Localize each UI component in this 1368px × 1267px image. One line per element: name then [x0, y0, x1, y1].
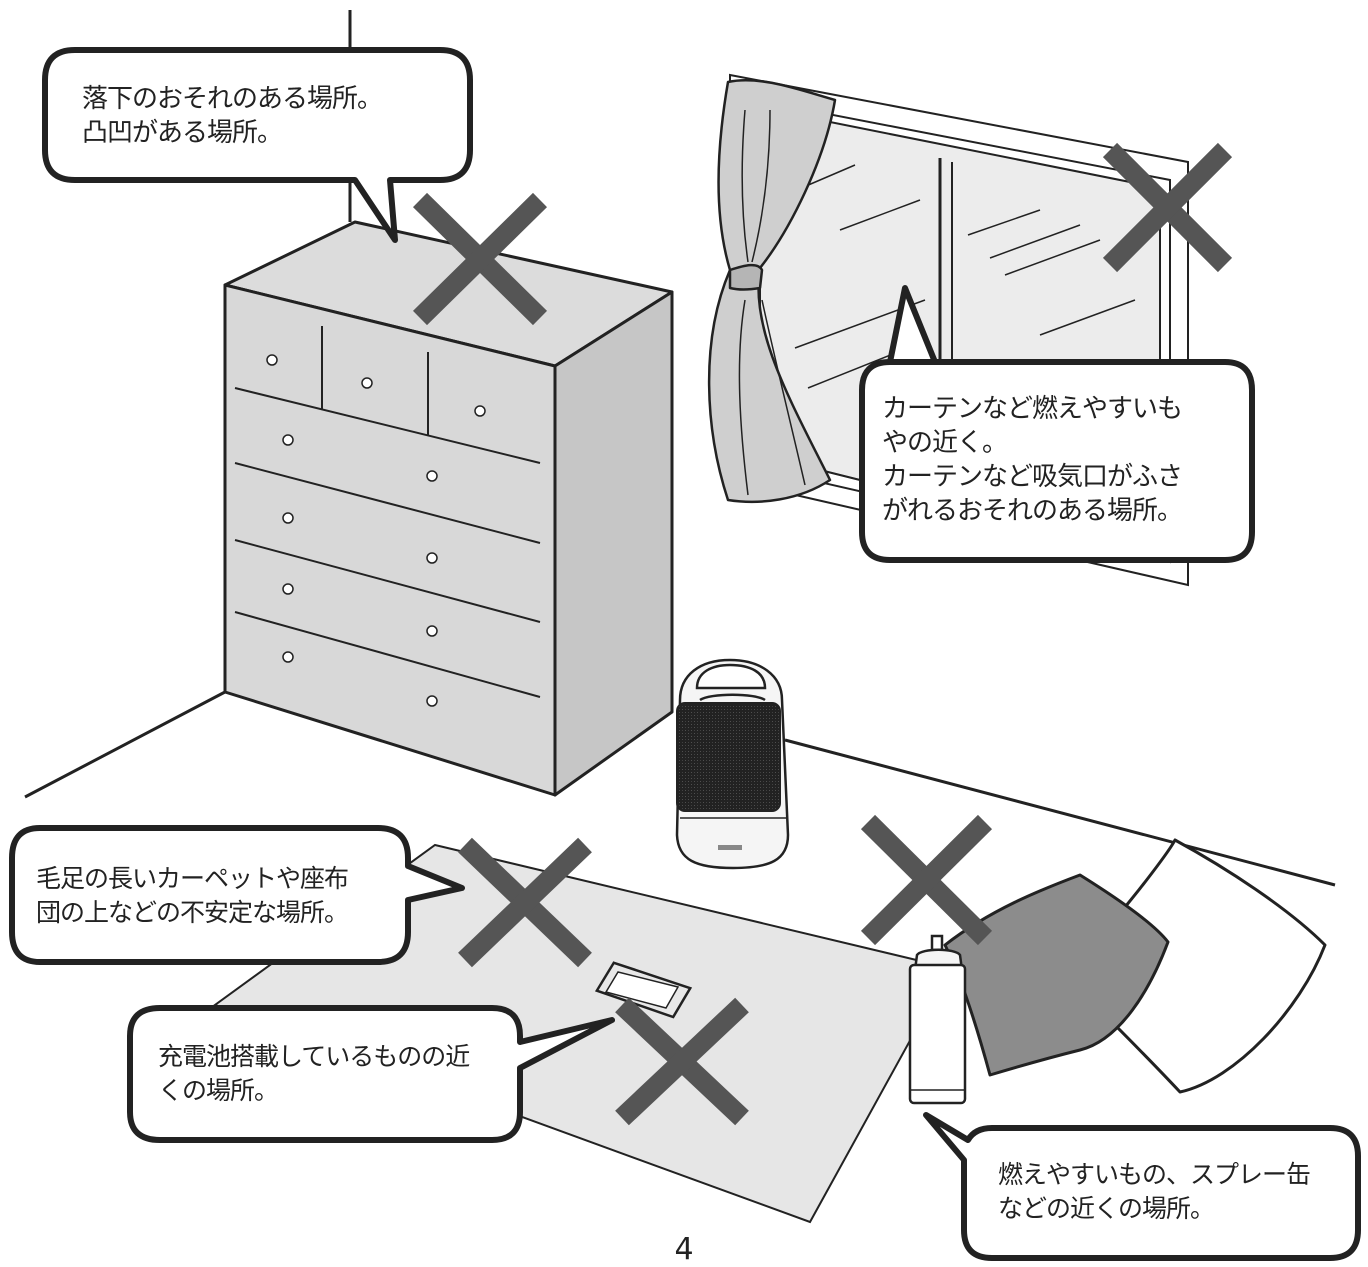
prohibited-cross-icon: [868, 822, 985, 938]
chest-of-drawers: [225, 222, 672, 795]
callout-line: がれるおそれのある場所。: [882, 494, 1182, 528]
callout-line: などの近くの場所。: [998, 1192, 1310, 1226]
callout-line: 団の上などの不安定な場所。: [36, 896, 348, 930]
callout-line: カーテンなど吸気口がふさ: [882, 460, 1182, 494]
callout-line: 燃えやすいもの、スプレー缶: [998, 1158, 1310, 1192]
cushions: [945, 840, 1325, 1092]
spray-can: [910, 936, 965, 1103]
callout-line: 毛足の長いカーペットや座布: [36, 862, 348, 896]
callout-line: 凸凹がある場所。: [82, 116, 382, 150]
page-number: 4: [0, 1232, 1368, 1267]
callout-text-battery: 充電池搭載しているものの近 くの場所。: [158, 1040, 469, 1108]
heater: [677, 660, 788, 868]
callout-text-spray: 燃えやすいもの、スプレー缶 などの近くの場所。: [998, 1158, 1310, 1226]
callout-text-carpet: 毛足の長いカーペットや座布 団の上などの不安定な場所。: [36, 862, 348, 930]
callout-text-top-left: 落下のおそれのある場所。 凸凹がある場所。: [82, 82, 382, 150]
callout-text-window: カーテンなど燃えやすいも やの近く。 カーテンなど吸気口がふさ がれるおそれのあ…: [882, 392, 1182, 528]
callout-line: 落下のおそれのある場所。: [82, 82, 382, 116]
callout-line: やの近く。: [882, 426, 1182, 460]
callout-line: くの場所。: [158, 1074, 469, 1108]
callout-line: 充電池搭載しているものの近: [158, 1040, 469, 1074]
callout-line: カーテンなど燃えやすいも: [882, 392, 1182, 426]
